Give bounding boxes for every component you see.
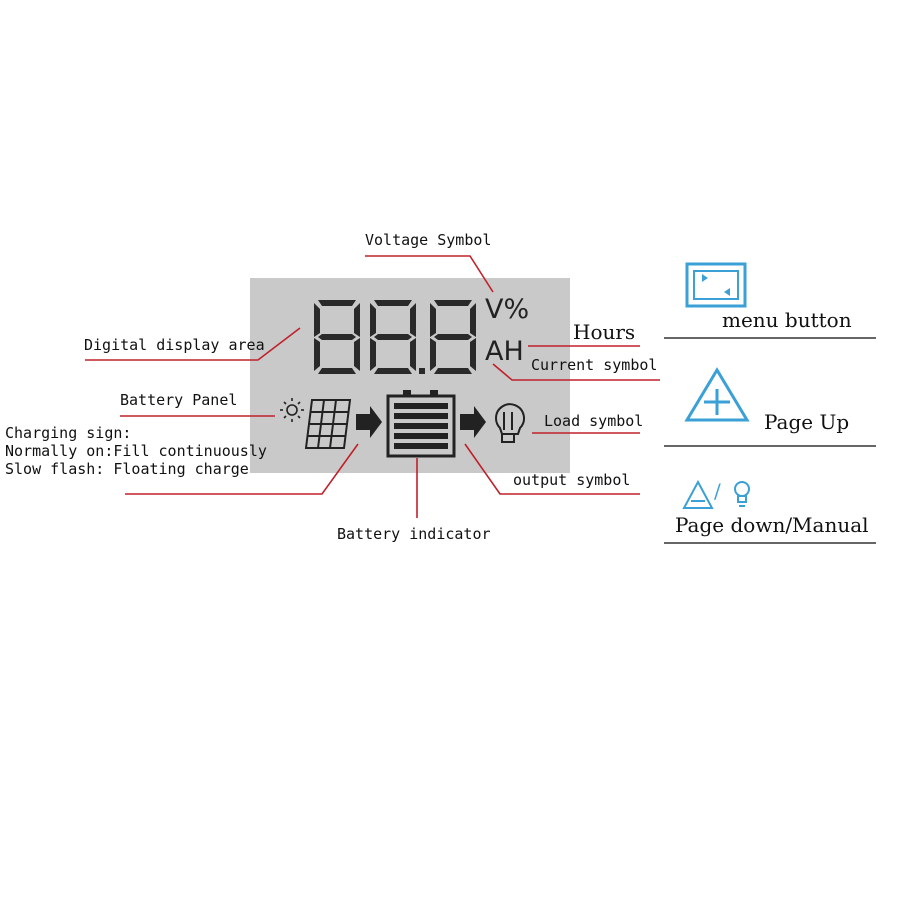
page-down-separator: / [714,479,721,503]
leader-digital-display [85,327,301,361]
segment-digit-3 [430,300,476,374]
menu-icon [685,262,747,308]
label-charging-sign-slow: Slow flash: Floating charge [5,460,249,478]
label-hours: Hours [573,320,636,344]
lcd-unit-voltage-percent: V% [485,294,530,325]
label-battery-panel: Battery Panel [120,391,238,409]
segment-decimal-point [419,368,425,374]
leader-output-symbol [464,443,640,495]
arrow-right-icon [460,406,486,438]
digital-display-segments [314,300,476,374]
label-menu-button: menu button [722,308,852,332]
triangle-minus-icon [682,480,714,509]
arrow-right-icon [356,406,382,438]
label-digital-display-area: Digital display area [84,336,265,354]
label-charging-sign-title: Charging sign: [5,424,132,442]
label-current-symbol: Current symbol [531,356,658,374]
label-voltage-symbol: Voltage Symbol [365,231,492,249]
label-load-symbol: Load symbol [544,412,644,430]
segment-digit-1 [314,300,360,374]
label-page-down-manual: Page down/Manual [675,513,869,537]
lcd-display: V% AH [250,278,570,473]
label-charging-sign-normal: Normally on:Fill continuously [5,442,267,460]
light-bulb-icon [734,481,750,507]
solar-panel-icon [304,399,352,449]
label-battery-indicator: Battery indicator [337,525,491,543]
leader-voltage-symbol [365,255,494,293]
battery-icon [386,390,456,458]
label-output-symbol: output symbol [513,471,631,489]
sun-icon [280,398,304,422]
lcd-icon-row [280,390,525,458]
lcd-unit-amp-hour: AH [485,336,524,367]
segment-digit-2 [370,300,416,374]
leader-charging-sign [125,443,359,495]
light-bulb-icon [494,403,525,443]
leader-current-symbol [492,363,660,381]
triangle-plus-icon [684,367,750,422]
label-page-up: Page Up [764,410,850,434]
